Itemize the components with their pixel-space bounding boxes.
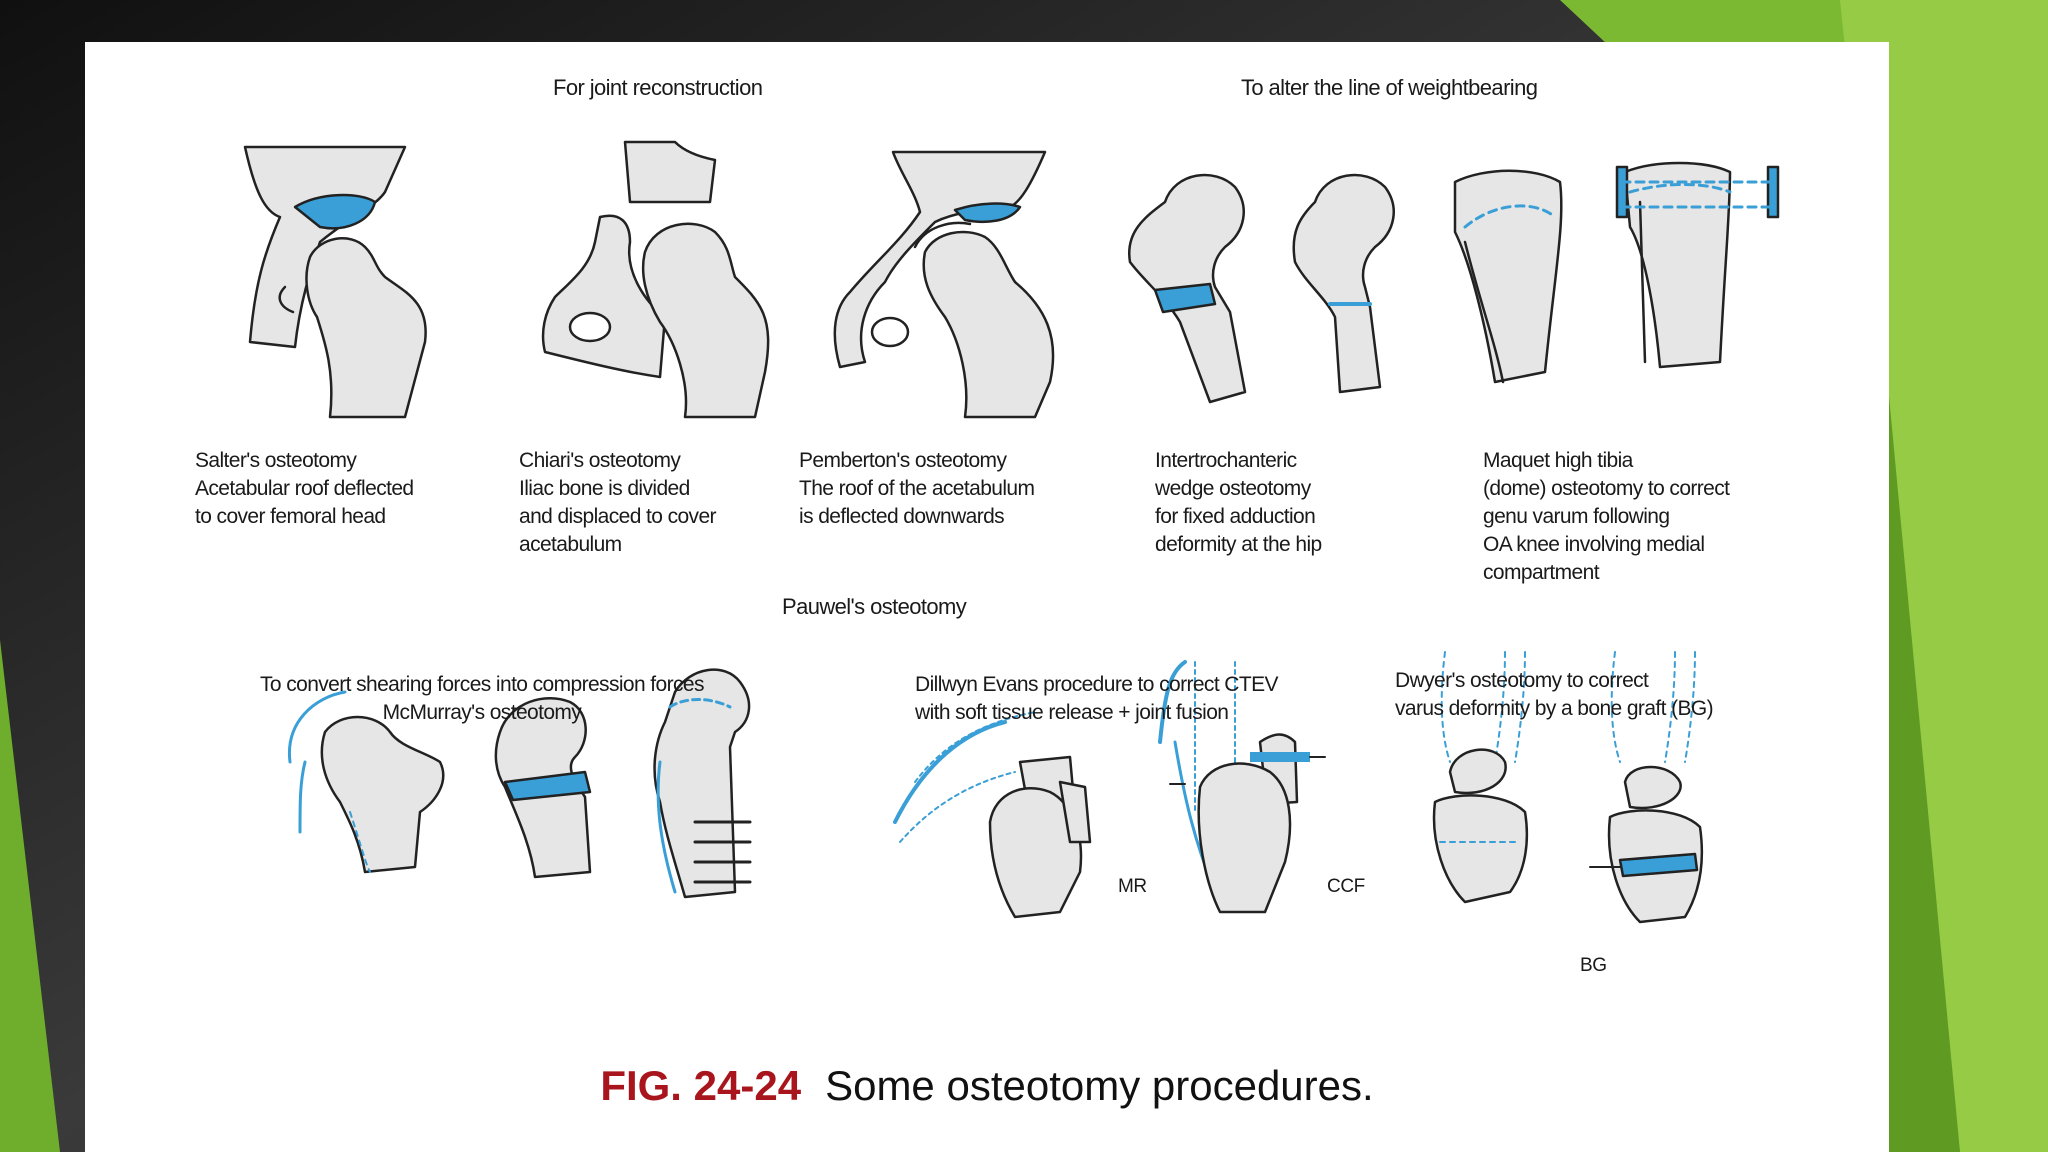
intertrochanteric-osteotomy-diagram	[1127, 173, 1395, 404]
maquet-line-5: compartment	[1483, 561, 1600, 584]
figure-number: FIG. 24-24	[600, 1062, 802, 1109]
header-dillwyn-evans: Dillwyn Evans procedure to correct CTEV …	[915, 671, 1279, 727]
pemberton-line-2: The roof of the acetabulum	[799, 477, 1035, 500]
intertrochanteric-line-4: deformity at the hip	[1155, 533, 1322, 556]
dillwyn-line-2: with soft tissue release + joint fusion	[915, 701, 1229, 724]
salter-description: Salter's osteotomy Acetabular roof defle…	[195, 447, 414, 531]
maquet-line-3: genu varum following	[1483, 505, 1670, 528]
pemberton-line-1: Pemberton's osteotomy	[799, 449, 1007, 472]
figure-caption-text: Some osteotomy procedures.	[825, 1062, 1374, 1109]
dwyer-line-2: varus deformity by a bone graft (BG)	[1395, 697, 1714, 720]
intertrochanteric-line-3: for fixed adduction	[1155, 505, 1316, 528]
maquet-line-2: (dome) osteotomy to correct	[1483, 477, 1730, 500]
label-ccf: CCF	[1327, 876, 1365, 897]
dwyer-osteotomy-diagram	[1432, 651, 1704, 924]
dwyer-line-1: Dwyer's osteotomy to correct	[1395, 669, 1649, 692]
header-weightbearing: To alter the line of weightbearing	[1241, 75, 1538, 100]
intertrochanteric-line-1: Intertrochanteric	[1155, 449, 1297, 472]
salter-line-2: Acetabular roof deflected	[195, 477, 414, 500]
pemberton-osteotomy-diagram	[833, 150, 1055, 419]
intertrochanteric-description: Intertrochanteric wedge osteotomy for fi…	[1155, 447, 1322, 559]
chiari-line-1: Chiari's osteotomy	[519, 449, 681, 472]
chiari-description: Chiari's osteotomy Iliac bone is divided…	[519, 447, 717, 559]
dillwyn-line-1: Dillwyn Evans procedure to correct CTEV	[915, 673, 1279, 696]
figure-caption: FIG. 24-24 Some osteotomy procedures.	[85, 1062, 1889, 1110]
figure-illustrations	[243, 140, 1780, 924]
header-joint-reconstruction: For joint reconstruction	[553, 75, 763, 100]
salter-line-1: Salter's osteotomy	[195, 449, 357, 472]
salter-line-3: to cover femoral head	[195, 505, 386, 528]
chiari-line-2: Iliac bone is divided	[519, 477, 690, 500]
header-shearing: To convert shearing forces into compress…	[260, 671, 704, 727]
figure-panel: For joint reconstruction To alter the li…	[85, 42, 1889, 1152]
maquet-description: Maquet high tibia (dome) osteotomy to co…	[1483, 447, 1730, 587]
shearing-line-1: To convert shearing forces into compress…	[260, 673, 704, 696]
salter-osteotomy-diagram	[243, 145, 427, 419]
header-pauwel: Pauwel's osteotomy	[782, 594, 967, 619]
right-green-accent-dark	[1880, 300, 1960, 1152]
dillwyn-evans-diagram	[893, 660, 1326, 919]
maquet-osteotomy-diagram	[1453, 161, 1780, 384]
shearing-line-2: McMurray's osteotomy	[382, 701, 582, 724]
intertrochanteric-line-2: wedge osteotomy	[1155, 477, 1311, 500]
right-green-accent-light	[1840, 0, 2048, 1152]
maquet-line-4: OA knee involving medial	[1483, 533, 1705, 556]
left-green-accent	[0, 640, 60, 1152]
header-dwyer: Dwyer's osteotomy to correct varus defor…	[1395, 667, 1714, 723]
chiari-line-4: acetabulum	[519, 533, 622, 556]
mcmurray-osteotomy-diagram	[287, 668, 752, 899]
pemberton-line-3: is deflected downwards	[799, 505, 1005, 528]
pemberton-description: Pemberton's osteotomy The roof of the ac…	[799, 447, 1035, 531]
chiari-line-3: and displaced to cover	[519, 505, 717, 528]
label-mr: MR	[1118, 876, 1147, 897]
label-bg: BG	[1580, 955, 1607, 976]
maquet-line-1: Maquet high tibia	[1483, 449, 1633, 472]
chiari-osteotomy-diagram	[541, 140, 770, 419]
